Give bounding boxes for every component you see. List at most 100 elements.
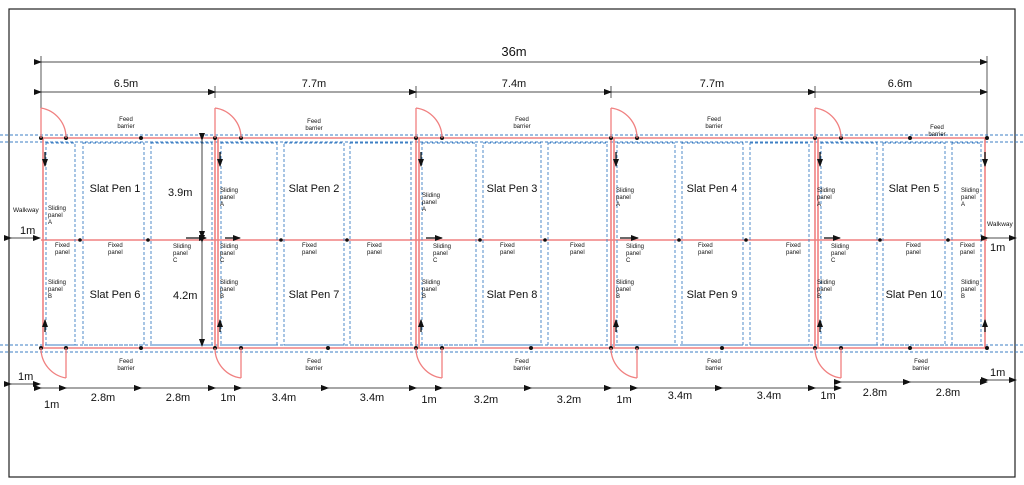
bay-width-label: 7.7m	[700, 78, 724, 90]
total-width-label: 36m	[501, 44, 526, 59]
svg-text:barrier: barrier	[928, 132, 945, 138]
svg-text:barrier: barrier	[117, 124, 134, 130]
svg-text:Sliding: Sliding	[961, 188, 979, 194]
walkway-width-right: 1m	[990, 242, 1005, 254]
svg-text:Sliding: Sliding	[48, 206, 66, 212]
svg-text:panel: panel	[48, 287, 63, 293]
svg-text:panel: panel	[220, 251, 235, 257]
svg-text:panel: panel	[817, 195, 832, 201]
svg-text:panel: panel	[786, 250, 801, 256]
svg-text:Sliding: Sliding	[48, 280, 66, 286]
svg-text:Sliding: Sliding	[616, 280, 634, 286]
svg-text:panel: panel	[422, 200, 437, 206]
gate-arcs	[40, 107, 842, 379]
pen-walls	[41, 137, 987, 349]
svg-text:panel: panel	[500, 250, 515, 256]
svg-text:A: A	[422, 207, 426, 213]
pen-label: Slat Pen 3	[487, 183, 538, 195]
svg-text:B: B	[422, 294, 426, 300]
svg-text:C: C	[173, 258, 178, 264]
svg-text:panel: panel	[817, 287, 832, 293]
walkway-width-left: 1m	[20, 225, 35, 237]
bottom-segment: 2.8m	[863, 387, 887, 399]
svg-text:barrier: barrier	[513, 366, 530, 372]
bay-width-label: 7.7m	[302, 78, 326, 90]
svg-text:Feed: Feed	[515, 359, 529, 365]
svg-text:Sliding: Sliding	[433, 244, 451, 250]
svg-text:barrier: barrier	[705, 366, 722, 372]
svg-text:Fixed: Fixed	[302, 243, 317, 249]
bottom-segment: 3.4m	[272, 392, 296, 404]
svg-text:Feed: Feed	[307, 359, 321, 365]
svg-text:B: B	[616, 294, 620, 300]
svg-text:Sliding: Sliding	[422, 193, 440, 199]
bottom-segment: 1m	[421, 394, 436, 406]
slat-areas	[45, 142, 982, 346]
svg-text:Sliding: Sliding	[831, 244, 849, 250]
svg-text:panel: panel	[108, 250, 123, 256]
pen-label: Slat Pen 4	[687, 183, 738, 195]
svg-text:Feed: Feed	[119, 117, 133, 123]
svg-text:Sliding: Sliding	[173, 244, 191, 250]
bottom-under-offset: 1m	[44, 399, 59, 411]
svg-text:panel: panel	[220, 287, 235, 293]
svg-text:panel: panel	[55, 250, 70, 256]
svg-text:Fixed: Fixed	[570, 243, 585, 249]
svg-text:panel: panel	[906, 250, 921, 256]
svg-text:panel: panel	[616, 195, 631, 201]
bay-width-label: 7.4m	[502, 78, 526, 90]
svg-text:Sliding: Sliding	[817, 188, 835, 194]
svg-text:B: B	[961, 294, 965, 300]
svg-text:Feed: Feed	[119, 359, 133, 365]
pen-label: Slat Pen 5	[889, 183, 940, 195]
svg-text:Feed: Feed	[515, 117, 529, 123]
svg-text:Sliding: Sliding	[961, 280, 979, 286]
bottom-segment: 1m	[616, 394, 631, 406]
svg-text:panel: panel	[433, 251, 448, 257]
svg-text:panel: panel	[302, 250, 317, 256]
svg-text:C: C	[433, 258, 438, 264]
svg-text:panel: panel	[616, 287, 631, 293]
svg-text:C: C	[220, 258, 225, 264]
svg-text:Fixed: Fixed	[108, 243, 123, 249]
svg-text:Feed: Feed	[930, 125, 944, 131]
svg-text:barrier: barrier	[513, 124, 530, 130]
bottom-segment: 3.2m	[557, 394, 581, 406]
svg-text:A: A	[48, 220, 52, 226]
svg-text:panel: panel	[960, 250, 975, 256]
pen-label: Slat Pen 7	[289, 289, 340, 301]
svg-text:Feed: Feed	[707, 359, 721, 365]
top-height-label: 3.9m	[168, 187, 192, 199]
svg-text:Fixed: Fixed	[698, 243, 713, 249]
svg-text:panel: panel	[831, 251, 846, 257]
svg-text:Sliding: Sliding	[220, 280, 238, 286]
svg-text:panel: panel	[626, 251, 641, 257]
pen-label: Slat Pen 2	[289, 183, 340, 195]
svg-text:panel: panel	[220, 195, 235, 201]
pen-label: Slat Pen 9	[687, 289, 738, 301]
bottom-segment: 3.4m	[757, 390, 781, 402]
bottom-segment: 3.4m	[668, 390, 692, 402]
bottom-segment: 2.8m	[936, 387, 960, 399]
walkway-dashed-lines	[0, 134, 1024, 353]
svg-text:Sliding: Sliding	[422, 280, 440, 286]
svg-text:B: B	[48, 294, 52, 300]
bay-width-label: 6.5m	[114, 78, 138, 90]
walkway-label-right: Walkway	[987, 221, 1014, 228]
svg-text:Fixed: Fixed	[55, 243, 70, 249]
svg-text:Fixed: Fixed	[906, 243, 921, 249]
bottom-segment: 3.2m	[474, 394, 498, 406]
svg-text:Fixed: Fixed	[786, 243, 801, 249]
svg-text:C: C	[626, 258, 631, 264]
svg-text:Fixed: Fixed	[367, 243, 382, 249]
svg-text:panel: panel	[48, 213, 63, 219]
bottom-segment: 2.8m	[166, 392, 190, 404]
svg-text:Sliding: Sliding	[220, 244, 238, 250]
svg-text:panel: panel	[961, 195, 976, 201]
svg-text:barrier: barrier	[705, 124, 722, 130]
svg-text:Sliding: Sliding	[817, 280, 835, 286]
svg-text:Sliding: Sliding	[616, 188, 634, 194]
